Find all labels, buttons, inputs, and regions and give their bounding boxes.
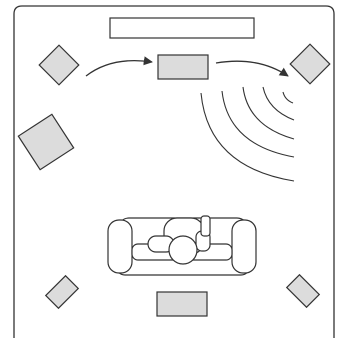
front-left-speaker [38,44,80,86]
sofa-left-arm [107,219,133,274]
rear-center-speaker [156,291,208,317]
sound-waves [200,86,295,182]
listener [147,215,211,265]
sofa-right-arm [231,219,257,274]
tv-screen [109,17,255,39]
subwoofer [17,113,75,171]
remote-control [200,215,211,237]
arrow-front-left-to-center [85,56,153,77]
rear-left-speaker [44,274,80,310]
sound-wave-2 [262,86,295,121]
sound-wave-5 [200,92,295,182]
rear-right-speaker [285,273,321,309]
front-right-speaker [289,43,331,85]
arrow-center-to-front-right [215,60,289,77]
listener-head [168,235,198,265]
center-speaker [157,54,209,80]
sound-wave-3 [242,86,295,140]
sound-wave-1 [282,91,294,104]
room-outline [13,5,335,338]
sound-wave-4 [221,90,295,158]
